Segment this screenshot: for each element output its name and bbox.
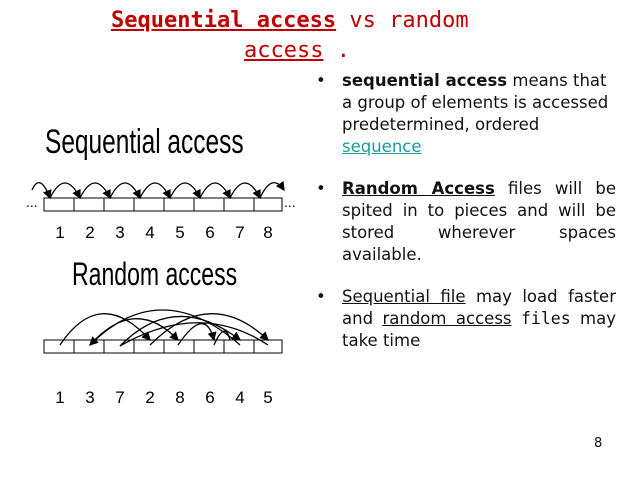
rand-number: 4	[235, 388, 244, 407]
bullet-item: • sequential access means that a group o…	[316, 70, 616, 158]
bullet-bold-term: Random Access	[342, 179, 495, 198]
bullet-text: means that a group of elements is access…	[342, 71, 609, 134]
sequence-link[interactable]: sequence	[342, 137, 422, 156]
rand-strip	[43, 339, 283, 354]
rand-numbers: 1 3 7 2 8 6 4 5	[55, 388, 272, 407]
bullet-bold-term: sequential access	[342, 71, 508, 90]
bullet-marker: •	[316, 287, 326, 306]
rand-label: Random access	[72, 256, 237, 292]
bullet-underlined-term: Sequential file	[342, 287, 466, 306]
bullet-text	[512, 309, 521, 328]
rand-arrows	[59, 309, 269, 347]
rand-number: 5	[263, 388, 272, 407]
bullet-marker: •	[316, 71, 326, 90]
ellipsis-right: ...	[284, 194, 296, 210]
seq-number: 2	[85, 223, 94, 242]
bullet-item: • Sequential file may load faster and ra…	[316, 286, 616, 352]
rand-number: 2	[145, 388, 154, 407]
title-rest: vs random	[336, 8, 469, 33]
bullet-text: files will be spited in to pieces and wi…	[342, 179, 616, 264]
seq-arrows	[31, 180, 285, 200]
bullet-text: may load faster and	[342, 287, 616, 328]
rand-number: 7	[115, 388, 124, 407]
seq-number: 4	[145, 223, 154, 242]
title-line2: access	[244, 38, 324, 63]
seq-strip	[43, 197, 283, 212]
title-suffix: .	[323, 38, 350, 63]
rand-number: 1	[55, 388, 64, 407]
rand-number: 8	[175, 388, 184, 407]
access-diagram: Sequential access ... ... 1 2 3 4 5 6 7 …	[26, 123, 296, 407]
seq-number: 3	[115, 223, 124, 242]
seq-number: 1	[55, 223, 64, 242]
bullet-list: • sequential access means that a group o…	[316, 70, 616, 372]
bullet-marker: •	[316, 179, 326, 198]
rand-number: 3	[85, 388, 94, 407]
page-number: 8	[594, 436, 603, 451]
seq-label: Sequential access	[45, 123, 244, 161]
rand-number: 6	[205, 388, 214, 407]
title-bold: Sequential access	[111, 8, 337, 33]
seq-cells	[43, 197, 283, 212]
ellipsis-left: ...	[26, 194, 38, 210]
bullet-item: • Random Access files will be spited in …	[316, 178, 616, 266]
rand-cells	[43, 339, 283, 354]
seq-number: 6	[205, 223, 214, 242]
bullet-text: may take time	[342, 309, 617, 350]
seq-numbers: 1 2 3 4 5 6 7 8	[55, 223, 272, 242]
seq-number: 7	[235, 223, 244, 242]
bullet-underlined-term: random access	[382, 309, 512, 328]
seq-number: 5	[175, 223, 184, 242]
bullet-mono-term: files	[520, 309, 571, 328]
seq-number: 8	[263, 223, 272, 242]
